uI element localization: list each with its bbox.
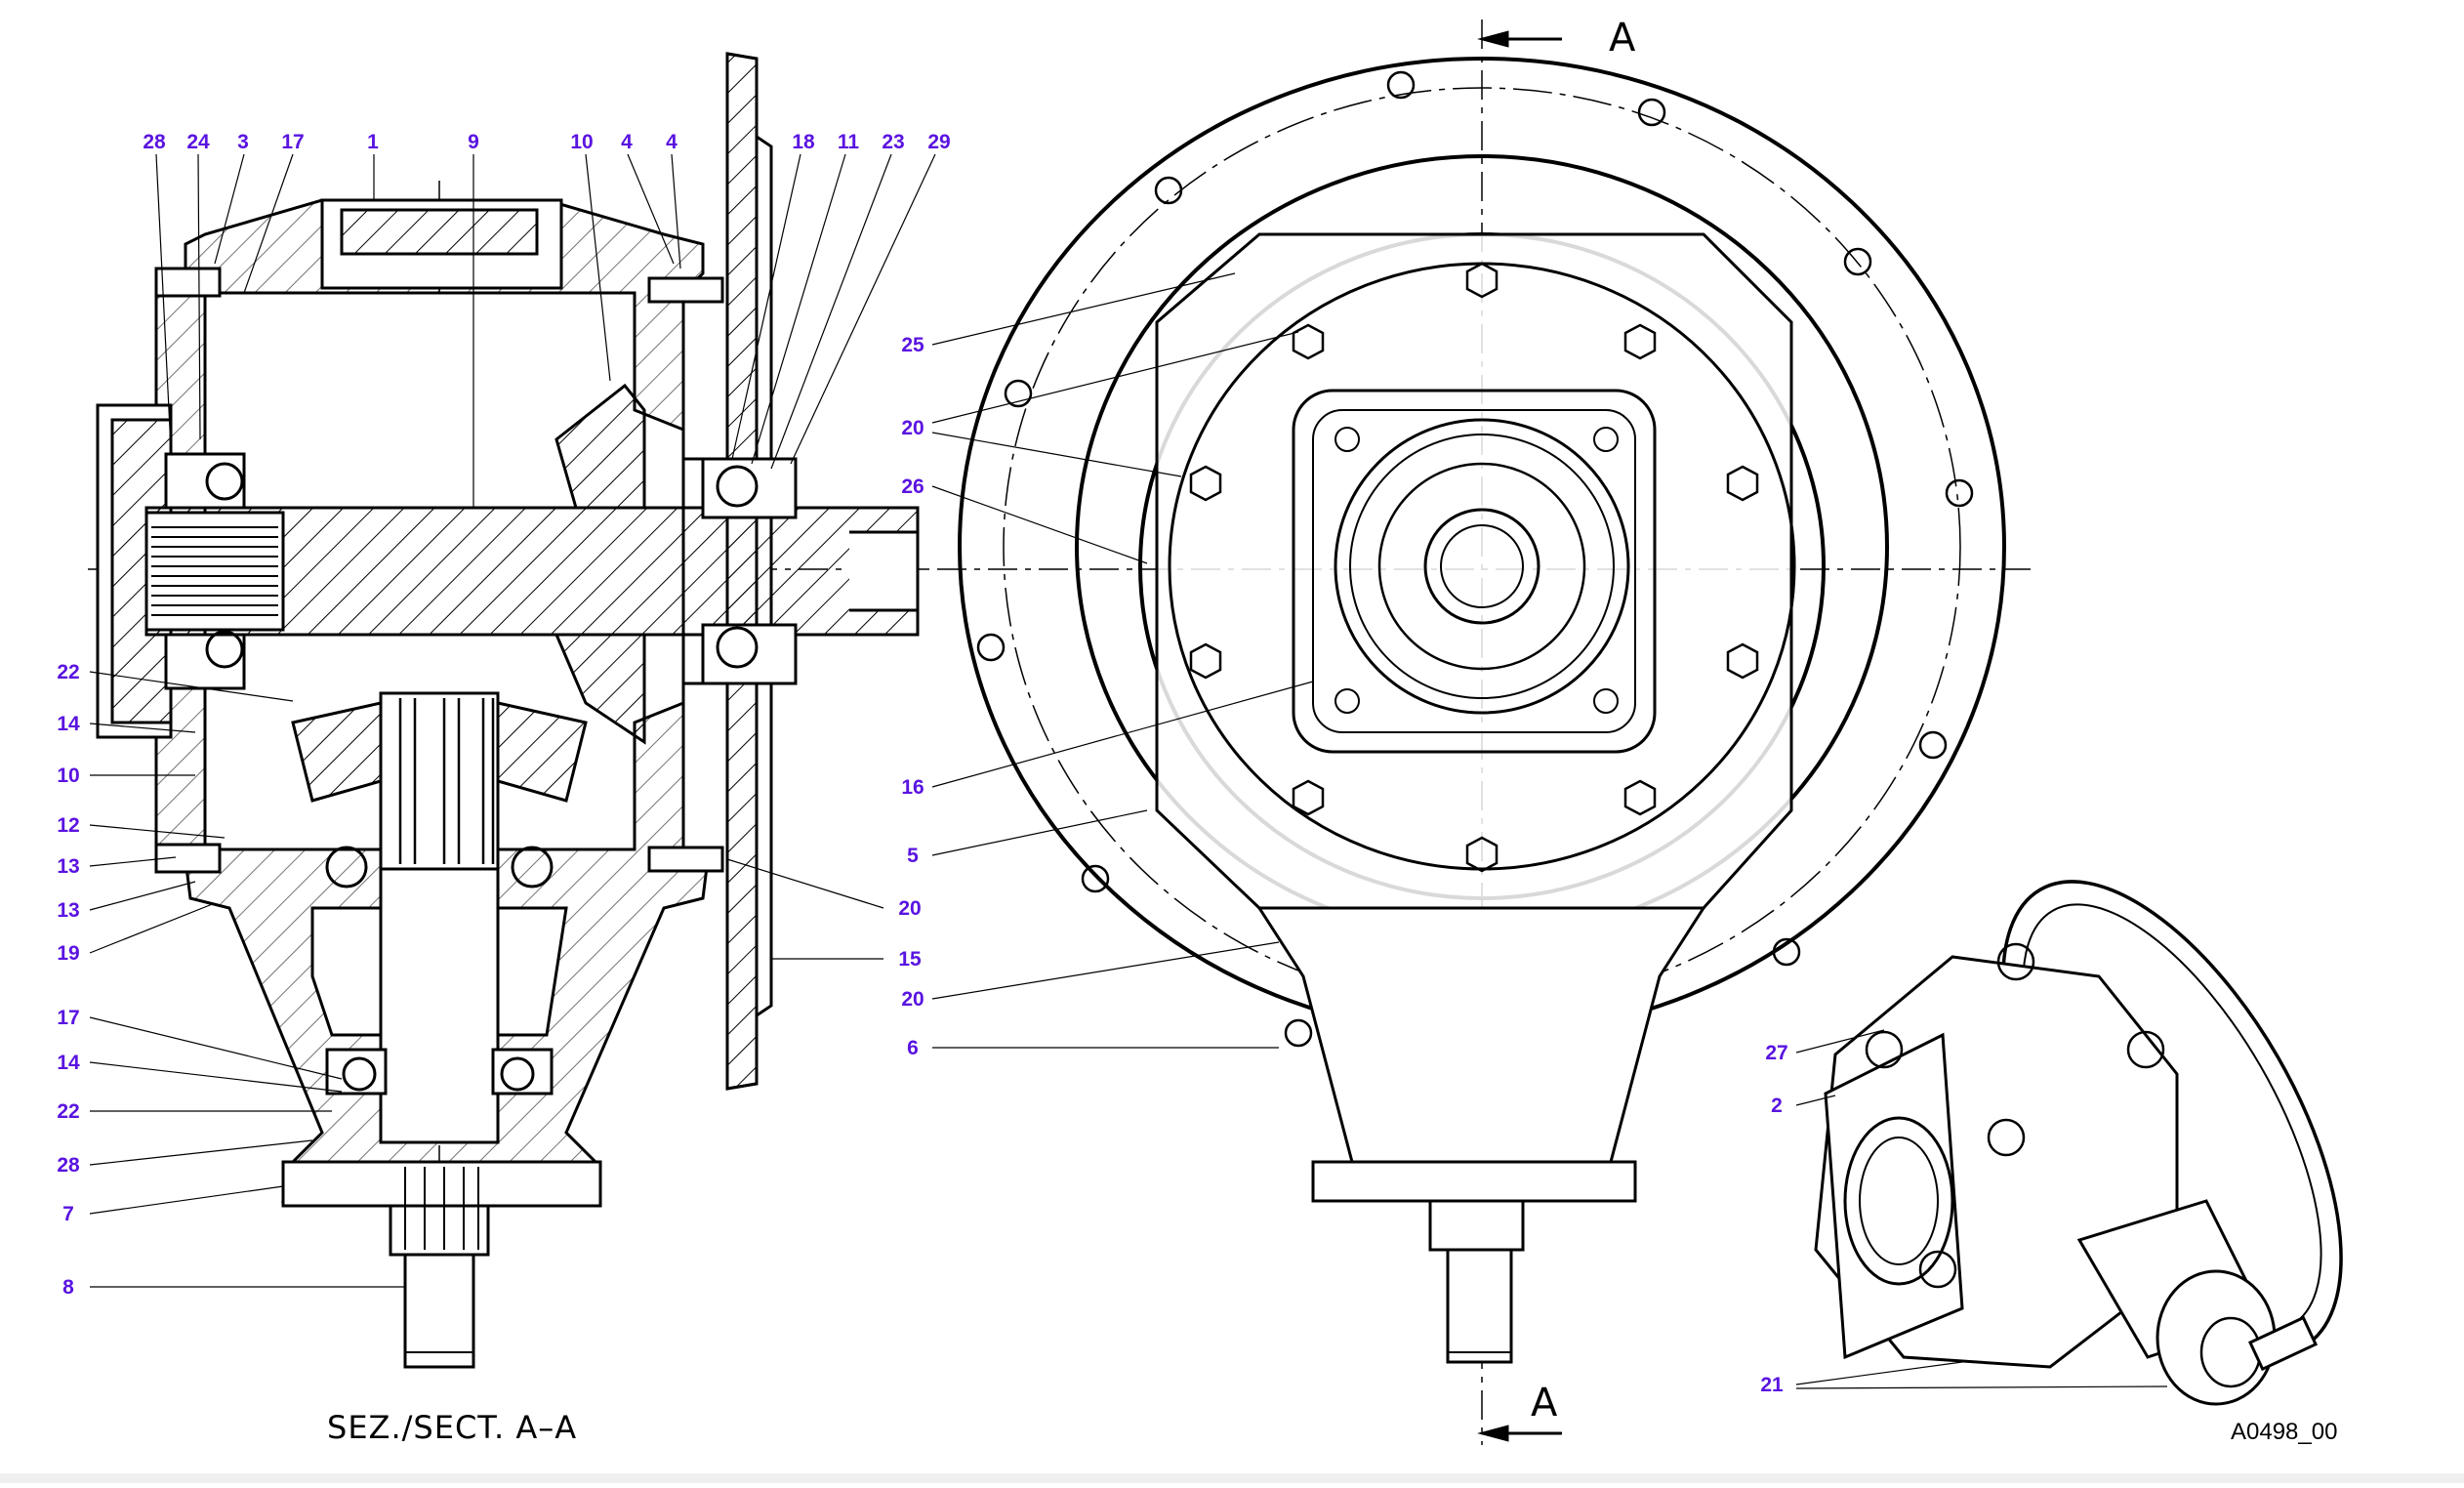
callout-label: 14 [57, 713, 80, 735]
callout-label: 3 [237, 131, 249, 153]
callout-label: 25 [901, 334, 924, 356]
callout-label: 14 [57, 1052, 80, 1074]
callout-label: 15 [898, 948, 922, 971]
callout-label: 22 [57, 661, 79, 683]
callout-label: 28 [57, 1154, 80, 1177]
callout-label: 22 [57, 1100, 79, 1123]
callout-label: 5 [907, 845, 919, 867]
callout-label: 4 [666, 131, 678, 153]
callout-label: 17 [281, 131, 304, 153]
front-view [937, 20, 2031, 1445]
bottom-bar [0, 1473, 2464, 1483]
callout-label: 13 [57, 855, 79, 878]
callout-label: 28 [143, 131, 166, 153]
callout-label: 19 [57, 942, 79, 965]
callout-label: 7 [62, 1203, 74, 1225]
callout-label: 24 [186, 131, 210, 153]
front-callouts: 25 20 26 16 5 20 6 [901, 334, 924, 1059]
section-right-callouts: 20 15 [898, 897, 922, 971]
section-top-callouts: 28 24 3 17 1 9 10 4 4 18 11 23 29 [143, 131, 950, 153]
callout-label: 16 [901, 776, 924, 799]
isometric-view [1814, 880, 2343, 1406]
callout-label: 10 [570, 131, 593, 153]
callout-label: 18 [792, 131, 815, 153]
drawing-code: A0498_00 [2231, 1419, 2337, 1445]
callout-label: 8 [62, 1276, 74, 1299]
iso-leaders [1795, 1029, 2168, 1389]
callout-label: 6 [907, 1037, 919, 1059]
callout-label: 9 [468, 131, 479, 153]
iso-callouts: 27 2 21 [1760, 1042, 1787, 1396]
callout-label: 13 [57, 899, 79, 922]
section-title: SEZ./SECT. A–A [327, 1409, 577, 1446]
callout-label: 11 [838, 131, 860, 153]
callout-label: 21 [1760, 1374, 1784, 1396]
callout-label: 20 [901, 417, 924, 439]
section-left-callouts: 22 14 10 12 13 13 19 17 14 22 28 7 8 [57, 661, 80, 1299]
callout-label: 23 [882, 131, 904, 153]
callout-label: 20 [901, 988, 924, 1011]
callout-label: 17 [57, 1007, 79, 1029]
section-mark-top: A [1609, 16, 1636, 61]
callout-label: 1 [367, 131, 379, 153]
section-leaders [89, 153, 936, 1288]
callout-label: 29 [927, 131, 950, 153]
section-mark-bottom: A [1531, 1381, 1558, 1426]
callout-label: 26 [901, 475, 924, 498]
front-leaders [931, 272, 1314, 1049]
callout-label: 27 [1765, 1042, 1787, 1064]
callout-label: 10 [57, 765, 79, 787]
callout-label: 2 [1771, 1095, 1783, 1117]
callout-label: 12 [57, 814, 79, 837]
callout-label: 20 [898, 897, 921, 920]
callout-label: 4 [621, 131, 633, 153]
section-view [88, 52, 937, 1369]
